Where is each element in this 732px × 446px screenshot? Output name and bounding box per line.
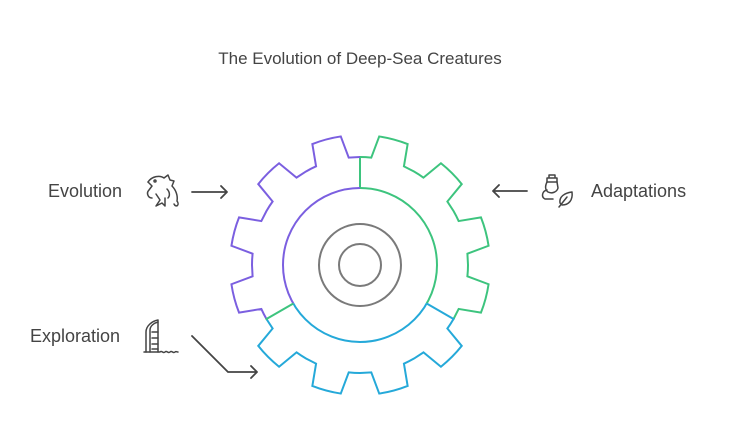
sailboat-icon — [143, 319, 179, 354]
label-exploration: Exploration — [30, 326, 121, 346]
arrow-left-icon — [492, 184, 528, 198]
lightbulb-leaf-icon — [541, 174, 573, 208]
label-adaptations: Adaptations — [591, 181, 687, 201]
gear-outline — [230, 265, 490, 395]
gear-divider — [426, 302, 455, 321]
gear-hub-ring — [338, 243, 382, 287]
arrow-right-icon — [191, 185, 228, 199]
label-evolution: Evolution — [48, 181, 123, 201]
gear-hub-ring — [318, 223, 402, 307]
gear-section-adaptations — [230, 265, 490, 395]
gear-outline — [230, 135, 360, 365]
gear — [230, 135, 490, 395]
gear-inner-ring — [282, 265, 438, 343]
gear-section-exploration — [230, 135, 360, 365]
gear-inner-ring — [282, 187, 360, 343]
arrow-bent-right-icon — [191, 335, 258, 379]
fish-icon — [146, 174, 179, 207]
gear-inner-ring — [360, 187, 438, 343]
diagram-title: The Evolution of Deep-Sea Creatures — [218, 49, 502, 68]
gear-divider — [265, 302, 294, 321]
